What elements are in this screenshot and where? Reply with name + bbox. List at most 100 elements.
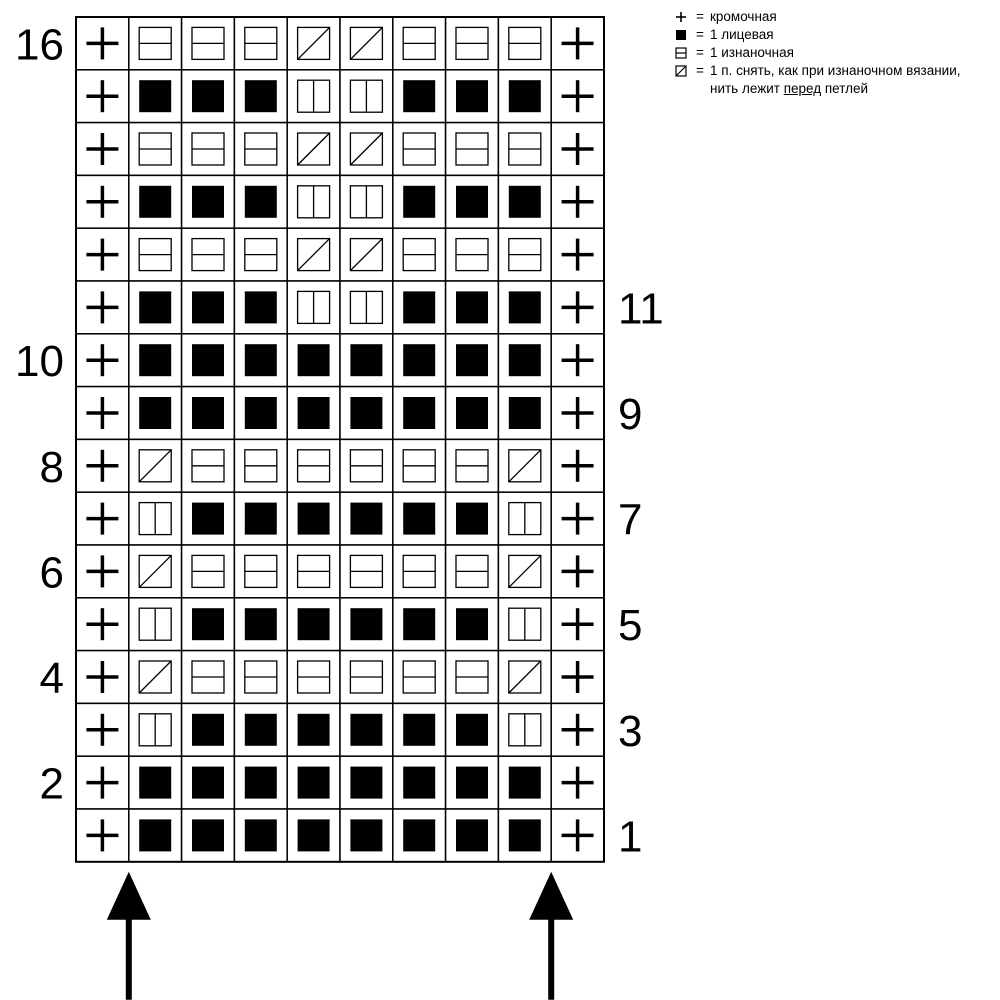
legend-text: 1 лицевая [710, 27, 774, 42]
legend-item-slip: = 1 п. снять, как при изнаночном вязании… [672, 62, 998, 80]
chart-cell-purl-stitch [286, 544, 341, 599]
chart-cell-purl-stitch [497, 121, 552, 177]
chart-cell-knit-stitch [444, 491, 500, 546]
chart-cell-edge-stitch [75, 702, 130, 757]
chart-cell-purl-stitch [392, 121, 447, 177]
chart-cell-slip-stitch [286, 121, 341, 177]
legend-continuation: нить лежит перед петлей [672, 80, 998, 98]
filled-square-icon [672, 26, 690, 44]
chart-cell-purl-stitch [128, 121, 183, 177]
chart-cell-purl-stitch [180, 438, 236, 493]
chart-cell-edge-stitch [550, 121, 605, 177]
legend-item-knit: = 1 лицевая [672, 26, 998, 44]
chart-cell-edge-stitch [75, 333, 130, 388]
chart-cell-vertical-bar-stitch [339, 174, 394, 229]
row-number-left: 6 [40, 548, 64, 597]
chart-cell-knit-stitch [233, 755, 288, 810]
chart-cell-edge-stitch [75, 16, 130, 71]
row-number-right: 5 [618, 601, 642, 650]
chart-cell-edge-stitch [75, 385, 130, 441]
chart-cell-purl-stitch [286, 649, 341, 705]
diagonal-square-icon [672, 62, 690, 80]
chart-cell-vertical-bar-stitch [497, 491, 552, 546]
chart-cell-vertical-bar-stitch [339, 69, 394, 124]
direction-arrows [106, 871, 574, 1000]
chart-cell-knit-stitch [497, 174, 552, 229]
chart-cell-purl-stitch [392, 649, 447, 705]
chart-cell-vertical-bar-stitch [286, 69, 341, 124]
chart-cell-knit-stitch [444, 702, 500, 757]
chart-cell-slip-stitch [339, 121, 394, 177]
chart-cell-knit-stitch [128, 280, 183, 335]
legend-equals: = [696, 63, 704, 78]
chart-cell-knit-stitch [286, 702, 341, 757]
legend-cont-after: петлей [821, 81, 869, 96]
chart-cell-edge-stitch [75, 280, 130, 335]
chart-cell-knit-stitch [180, 702, 236, 757]
chart-cell-knit-stitch [444, 808, 500, 863]
chart-cell-edge-stitch [550, 16, 605, 71]
chart-cell-knit-stitch [180, 491, 236, 546]
row-number-right: 3 [618, 707, 642, 756]
chart-cell-purl-stitch [233, 544, 288, 599]
chart-cell-knit-stitch [180, 755, 236, 810]
chart-cell-knit-stitch [180, 597, 236, 652]
chart-cell-purl-stitch [444, 544, 500, 599]
chart-cell-knit-stitch [392, 755, 447, 810]
chart-cell-knit-stitch [233, 174, 288, 229]
legend-equals: = [696, 9, 704, 24]
chart-cell-knit-stitch [233, 702, 288, 757]
chart-cell-knit-stitch [497, 333, 552, 388]
chart-cell-slip-stitch [128, 649, 183, 705]
chart-cell-vertical-bar-stitch [497, 597, 552, 652]
chart-cell-slip-stitch [497, 544, 552, 599]
row-number-left: 4 [40, 654, 64, 703]
chart-cell-knit-stitch [444, 174, 500, 229]
chart-cell-vertical-bar-stitch [286, 174, 341, 229]
chart-cell-purl-stitch [444, 227, 500, 282]
chart-cell-knit-stitch [392, 280, 447, 335]
chart-cell-knit-stitch [444, 597, 500, 652]
chart-cell-purl-stitch [392, 227, 447, 282]
chart-cell-slip-stitch [339, 16, 394, 71]
chart-cell-edge-stitch [550, 649, 605, 705]
chart-cell-knit-stitch [444, 755, 500, 810]
chart-cell-knit-stitch [444, 385, 500, 441]
chart-cell-purl-stitch [444, 16, 500, 71]
chart-cells [75, 16, 605, 863]
chart-cell-edge-stitch [75, 544, 130, 599]
chart-cell-purl-stitch [286, 438, 341, 493]
chart-cell-edge-stitch [75, 69, 130, 124]
chart-cell-knit-stitch [233, 385, 288, 441]
chart-cell-knit-stitch [392, 69, 447, 124]
chart-cell-purl-stitch [233, 227, 288, 282]
chart-cell-knit-stitch [180, 69, 236, 124]
chart-cell-knit-stitch [286, 385, 341, 441]
row-number-right: 11 [618, 284, 664, 333]
chart-cell-edge-stitch [550, 808, 605, 863]
chart-cell-knit-stitch [180, 333, 236, 388]
chart-cell-knit-stitch [339, 333, 394, 388]
chart-cell-knit-stitch [180, 174, 236, 229]
chart-cell-knit-stitch [497, 69, 552, 124]
chart-cell-vertical-bar-stitch [339, 280, 394, 335]
legend-item-purl: = 1 изнаночная [672, 44, 998, 62]
chart-cell-edge-stitch [550, 385, 605, 441]
legend-equals: = [696, 27, 704, 42]
chart-cell-edge-stitch [75, 438, 130, 493]
chart-cell-vertical-bar-stitch [128, 491, 183, 546]
chart-cell-edge-stitch [75, 808, 130, 863]
legend-equals: = [696, 45, 704, 60]
chart-cell-slip-stitch [128, 544, 183, 599]
chart-cell-knit-stitch [286, 597, 341, 652]
chart-cell-purl-stitch [444, 121, 500, 177]
chart-cell-purl-stitch [339, 438, 394, 493]
chart-cell-knit-stitch [444, 333, 500, 388]
chart-cell-knit-stitch [392, 174, 447, 229]
legend-cont-before: нить лежит [710, 81, 784, 96]
chart-cell-edge-stitch [550, 227, 605, 282]
chart-cell-purl-stitch [180, 649, 236, 705]
chart-cell-knit-stitch [128, 755, 183, 810]
chart-cell-purl-stitch [233, 121, 288, 177]
chart-cell-vertical-bar-stitch [286, 280, 341, 335]
